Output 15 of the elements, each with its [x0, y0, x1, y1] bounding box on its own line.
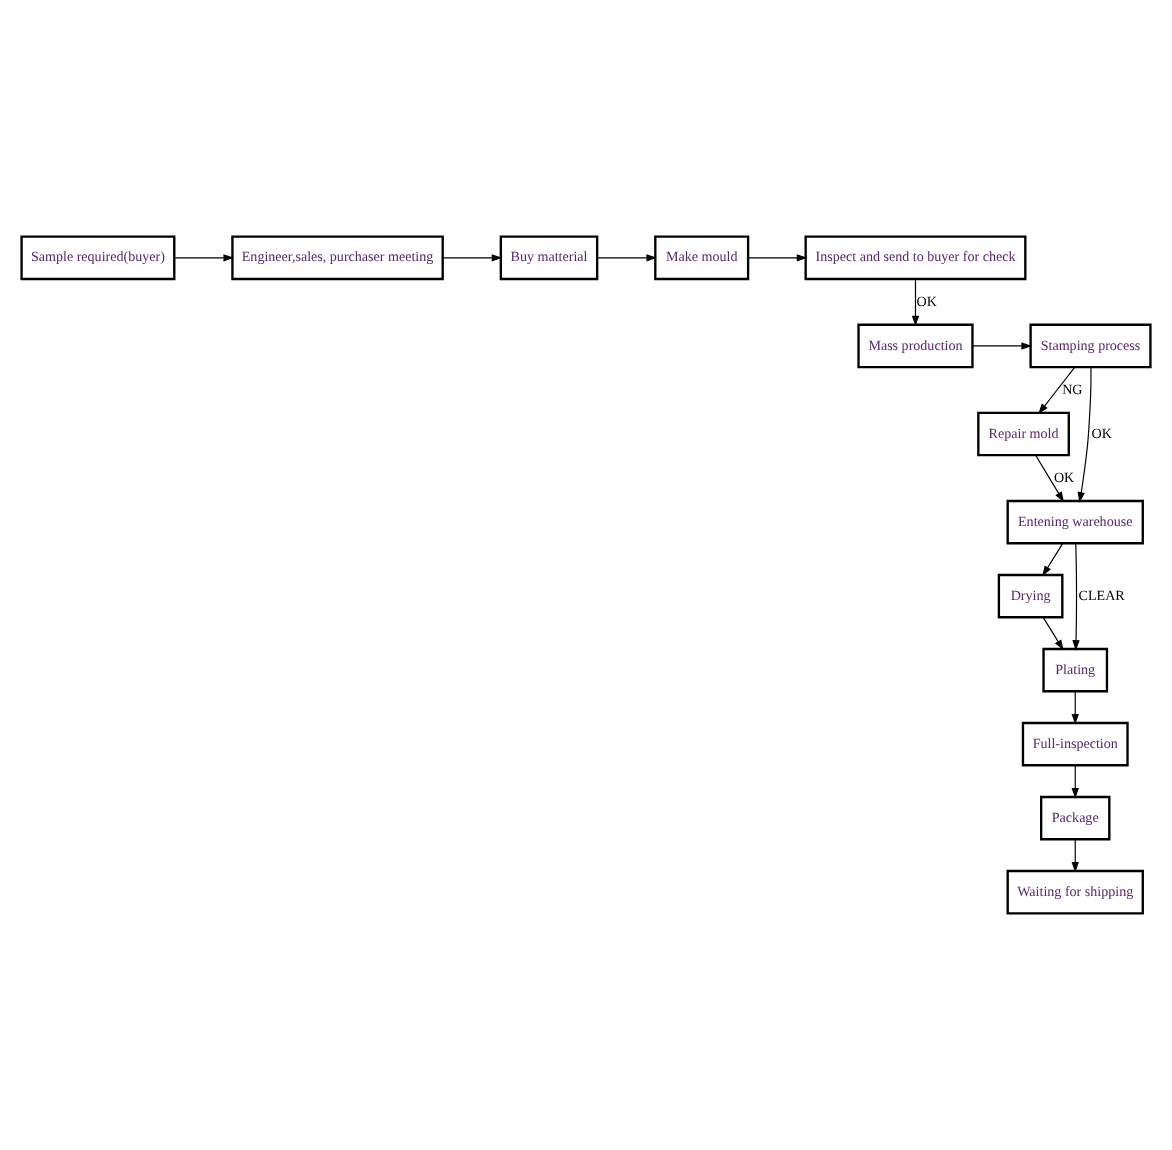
arrow [1042, 617, 1064, 651]
arrow [1072, 542, 1080, 651]
arrow [1071, 839, 1079, 873]
arrow [174, 254, 235, 262]
arrow [442, 254, 503, 262]
arrow [1035, 454, 1064, 503]
arrow [1071, 765, 1079, 799]
arrow [1071, 691, 1079, 725]
arrow [972, 342, 1032, 350]
arrow [1077, 366, 1092, 503]
arrow [747, 254, 808, 262]
arrow [1038, 366, 1076, 415]
arrow [1042, 543, 1064, 577]
arrow [911, 278, 920, 327]
arrow [596, 254, 657, 262]
